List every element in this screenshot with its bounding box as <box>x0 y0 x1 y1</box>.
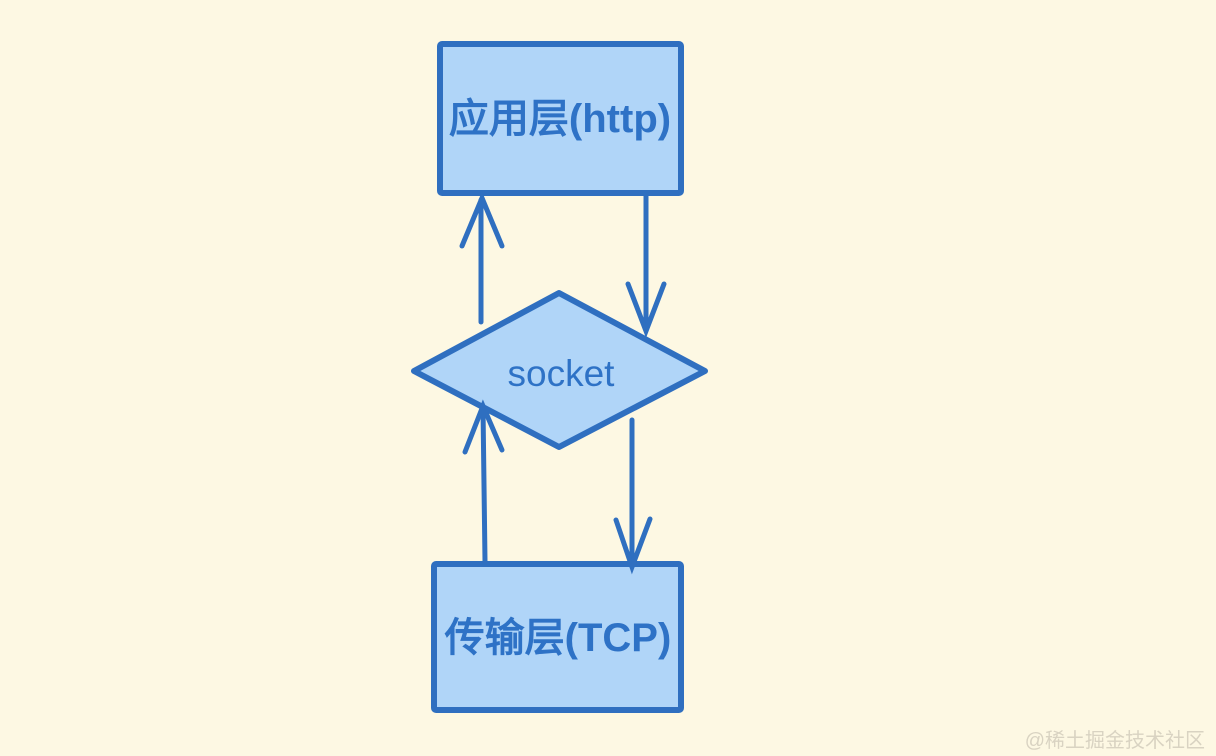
transport-layer-box <box>431 561 684 713</box>
application-to-socket-down-arrow <box>625 191 667 338</box>
application-layer-box <box>437 41 684 196</box>
arrow-head-down-icon <box>625 281 667 338</box>
transport-layer-node: 传输层(TCP) <box>431 561 684 713</box>
transport-to-socket-up-arrow <box>462 399 505 564</box>
arrow-head-up-icon <box>462 399 505 455</box>
socket-to-application-up-arrow <box>459 191 505 325</box>
transport-layer-label: 传输层(TCP) <box>444 616 672 660</box>
arrow-head-down-icon <box>613 516 653 575</box>
watermark: @稀土掘金技术社区 <box>1025 729 1205 752</box>
application-layer-node: 应用层(http) <box>437 41 684 196</box>
arrow-shaft <box>480 405 488 564</box>
arrow-head-up-icon <box>459 191 505 249</box>
socket-to-transport-down-arrow <box>613 417 653 575</box>
application-layer-label: 应用层(http) <box>449 97 671 141</box>
socket-label: socket <box>508 353 616 394</box>
